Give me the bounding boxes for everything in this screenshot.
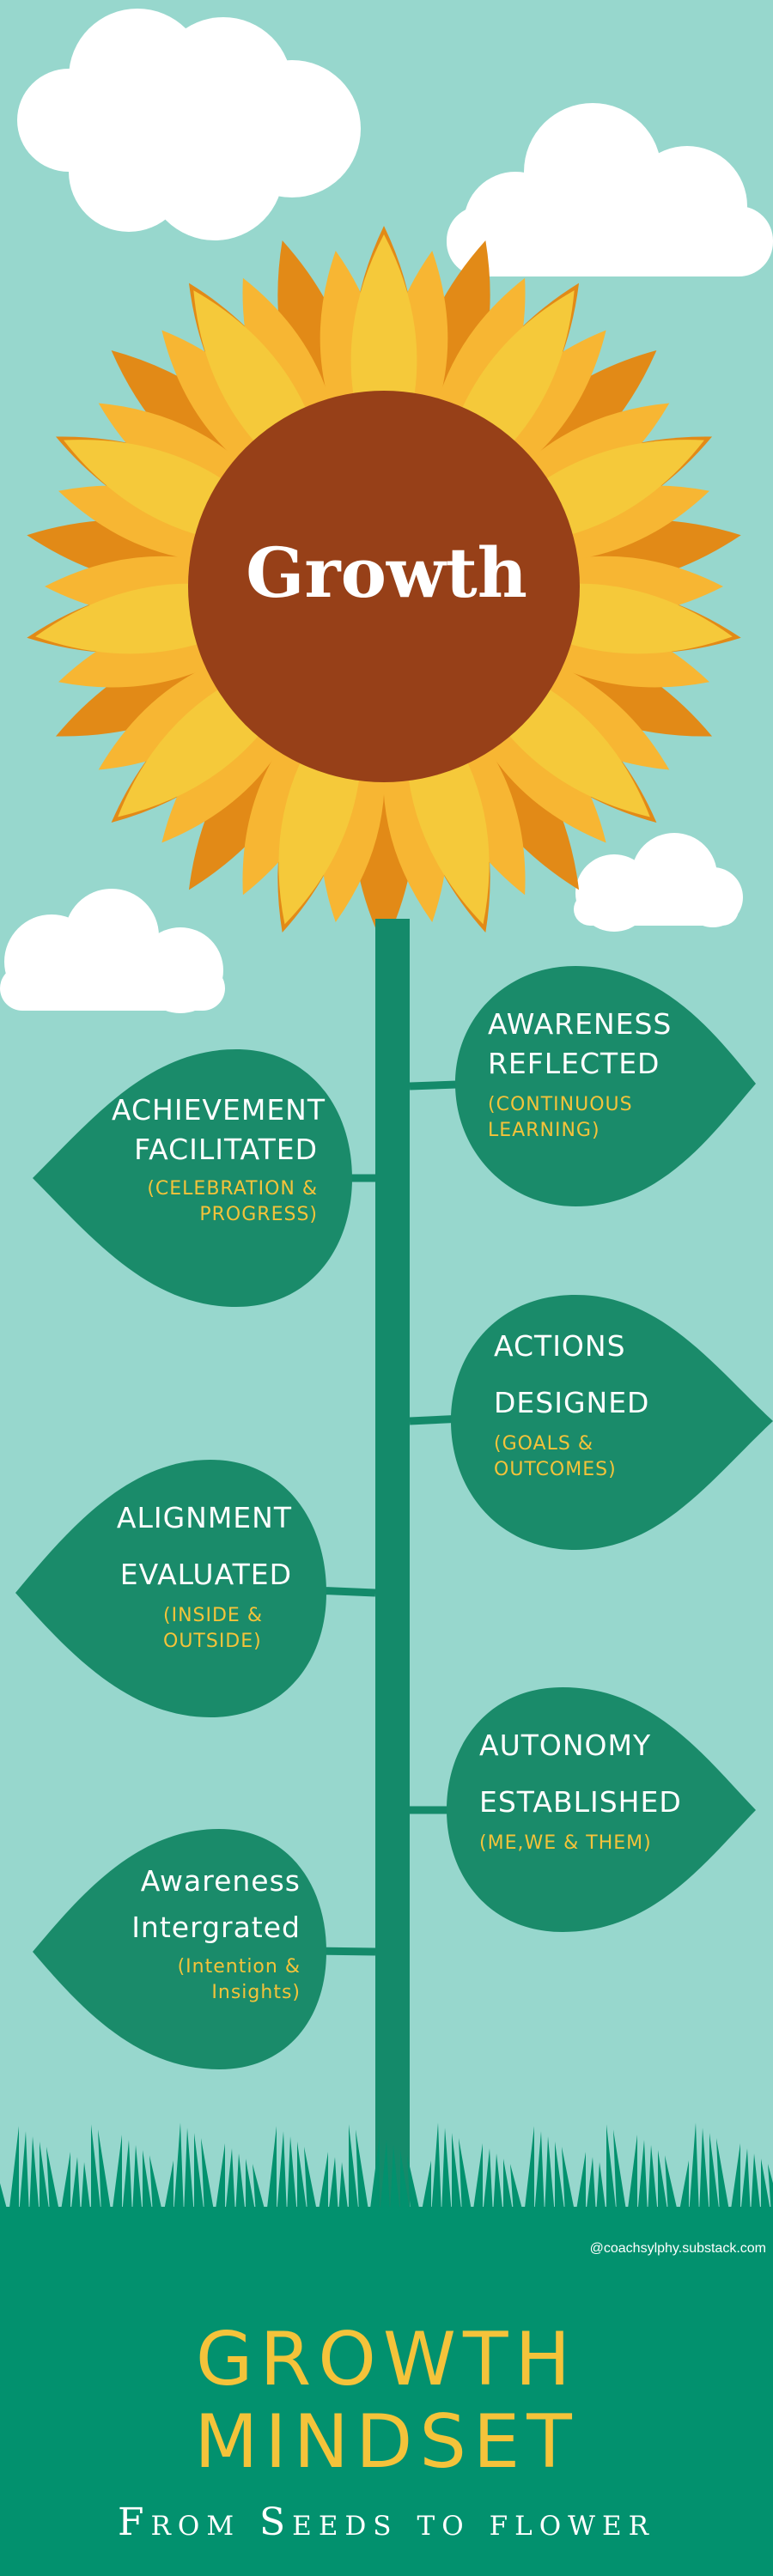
- leaf-subtitle-line: progress): [199, 1204, 318, 1225]
- petal: [405, 736, 490, 925]
- flower-center-label: Growth: [246, 532, 527, 613]
- leaf-title-line: Achievement: [112, 1093, 326, 1127]
- stem: [375, 919, 410, 2207]
- petal: [35, 583, 227, 654]
- leaf-title-line: Intergrated: [131, 1911, 301, 1944]
- credit-handle: @coachsylphy.substack.com: [589, 2241, 766, 2256]
- leaf-title-line: Designed: [494, 1386, 650, 1419]
- leaf-title-line: Established: [479, 1785, 682, 1819]
- leaf-actions-designed: [451, 1295, 773, 1550]
- cloud-mid-left: [0, 889, 225, 1013]
- petal: [521, 440, 704, 542]
- leaf-text-awareness-intergrated: Awareness Intergrated (Intention & Insig…: [94, 1862, 301, 2006]
- leaf-title-line: Autonomy: [479, 1728, 652, 1762]
- leaf-title-line: Evaluated: [119, 1558, 292, 1591]
- leaf-subtitle-line: (Goals &: [494, 1433, 593, 1455]
- grass-blades: [0, 2123, 773, 2233]
- ground: [0, 2207, 773, 2576]
- leaf-awareness-intergrated: [33, 1829, 326, 2069]
- cloud-top-right: [447, 103, 773, 276]
- leaf-autonomy-established: [447, 1687, 756, 1932]
- leaf-title-line: Awareness: [488, 1007, 673, 1041]
- leaf-title-line: Awareness: [140, 1864, 301, 1898]
- leaf-subtitle-line: outcomes): [494, 1459, 617, 1480]
- leaf-text-awareness-reflected: Awareness Reflected (Continuous learning…: [488, 1005, 685, 1144]
- leaf-subtitle-line: outside): [163, 1631, 262, 1652]
- footer-title-line-1: GROWTH: [195, 2317, 578, 2403]
- petal: [350, 234, 417, 423]
- leaf-subtitle-line: (Inside &: [163, 1605, 263, 1626]
- leaf-subtitle-line: (Continuous: [488, 1094, 633, 1115]
- leaf-title-line: Alignment: [116, 1501, 292, 1534]
- leaf-subtitle-line: Insights): [211, 1982, 301, 2003]
- leaf-title-line: Actions: [494, 1329, 626, 1363]
- leaf-text-actions-designed: Actions Designed (Goals & outcomes): [494, 1327, 691, 1483]
- leaf-text-autonomy-established: Autonomy Established (Me,We & Them): [479, 1726, 694, 1856]
- footer-title-line-2: MINDSET: [194, 2399, 579, 2485]
- leaf-title-line: Reflected: [488, 1047, 660, 1080]
- petal: [64, 440, 247, 542]
- cloud-top-left: [17, 9, 361, 240]
- leaf-subtitle-line: learning): [488, 1120, 600, 1141]
- leaf-subtitle-line: (Me,We & Them): [479, 1832, 652, 1854]
- petal: [541, 583, 733, 654]
- leaf-awareness-reflected: [455, 966, 756, 1206]
- leaf-title-line: Facilitated: [134, 1133, 318, 1166]
- cloud-mid-right: [574, 833, 743, 932]
- leaf-text-alignment-evaluated: Alignment Evaluated (Inside & outside): [94, 1498, 292, 1655]
- footer-subtitle: From Seeds to flower: [118, 2500, 655, 2544]
- grass: [0, 2123, 773, 2233]
- leaf-alignment-evaluated: [15, 1460, 326, 1717]
- petal: [278, 736, 362, 925]
- leaf-achievement-facilitated: [33, 1049, 352, 1307]
- flower-center: [188, 391, 580, 782]
- leaf-text-achievement-facilitated: Achievement Facilitated (Celebration & p…: [112, 1091, 326, 1228]
- leaf-subtitle-line: (Intention &: [177, 1956, 301, 1978]
- leaves: [15, 966, 773, 2069]
- leaf-subtitle-line: (Celebration &: [147, 1178, 318, 1200]
